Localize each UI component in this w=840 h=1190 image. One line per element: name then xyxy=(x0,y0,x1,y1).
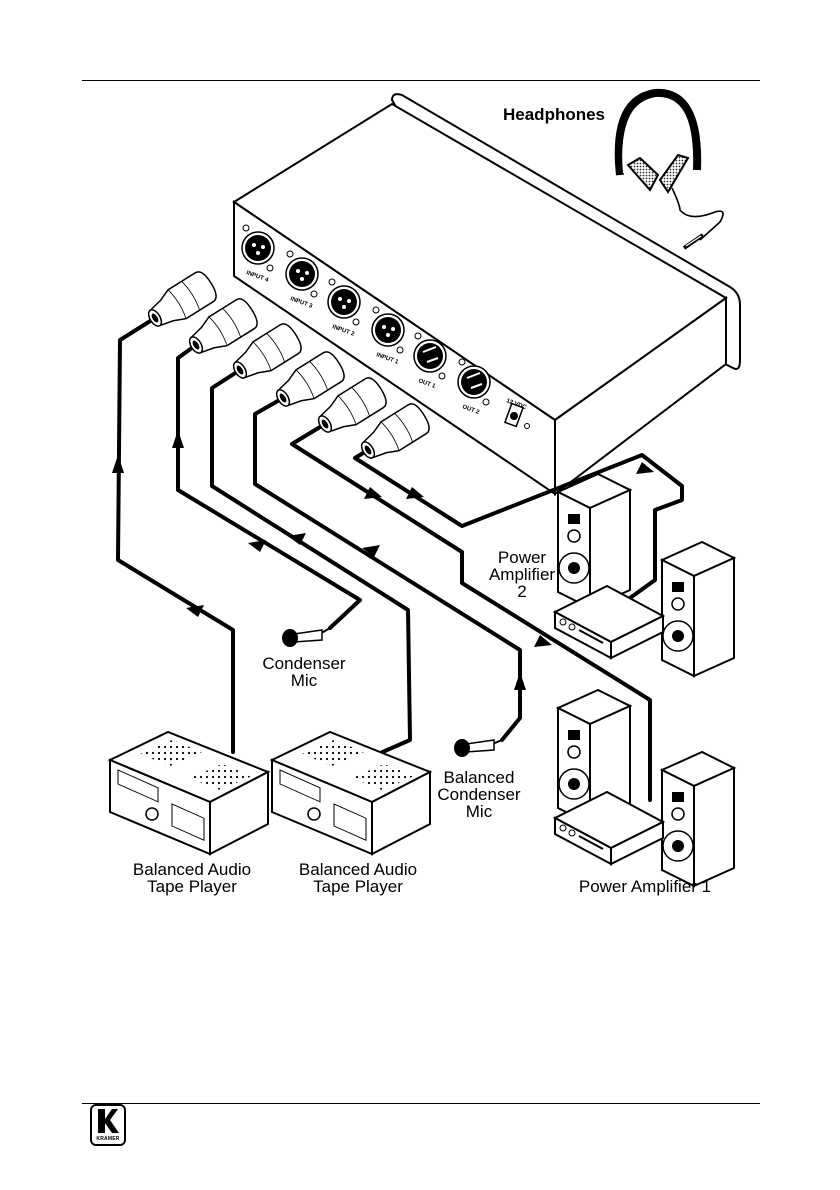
arrow-icon xyxy=(112,455,124,473)
power-amp-1-label: Power Amplifier 1 xyxy=(579,877,711,896)
speaker-icon xyxy=(662,752,734,886)
balanced-mic-label-line3: Mic xyxy=(466,802,493,821)
power-amplifier-1 xyxy=(555,690,734,886)
headphones-icon xyxy=(619,93,723,248)
condenser-mic-label-line2: Mic xyxy=(291,671,318,690)
arrow-icon xyxy=(172,430,184,448)
tape-player-left xyxy=(110,732,268,854)
logo-brand-text: KRAMER xyxy=(92,1136,124,1142)
power-amplifier-2 xyxy=(555,474,734,676)
headphones-label: Headphones xyxy=(503,105,605,124)
balanced-condenser-mic-icon xyxy=(454,739,502,757)
arrow-icon xyxy=(248,540,266,552)
kramer-logo: KRAMER xyxy=(90,1104,126,1146)
condenser-mic-icon xyxy=(282,628,330,647)
speaker-icon xyxy=(662,542,734,676)
kramer-k-icon xyxy=(96,1108,120,1134)
speaker-icon xyxy=(558,474,630,608)
cable-input-4 xyxy=(118,318,233,752)
arrow-icon xyxy=(514,672,526,690)
tape-player-right-label-line2: Tape Player xyxy=(313,877,403,896)
tape-player-left-label-line2: Tape Player xyxy=(147,877,237,896)
power-amp-2-label-line3: 2 xyxy=(517,582,526,601)
tape-player-right xyxy=(272,732,430,854)
